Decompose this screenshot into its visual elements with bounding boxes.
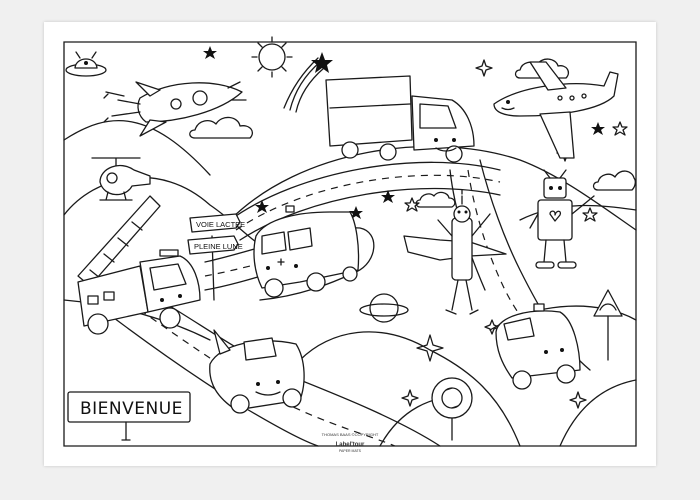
welcome-sign-text: BIENVENUE <box>80 399 183 419</box>
shooting-star <box>284 52 333 112</box>
direction-sign: VOIE LACTEE PLEINE LUNE <box>188 214 245 300</box>
helicopter <box>92 158 150 200</box>
sports-car <box>210 330 304 413</box>
fire-truck <box>78 196 200 334</box>
warning-sign <box>594 290 622 360</box>
clouds <box>190 59 636 207</box>
sign-pleine-lune: PLEINE LUNE <box>194 242 243 251</box>
police-car <box>496 304 580 389</box>
rocket <box>104 82 246 136</box>
truck <box>326 76 474 162</box>
sign-voie-lactee: VOIE LACTEE <box>196 220 245 229</box>
stars <box>203 46 627 408</box>
airplane <box>494 62 618 158</box>
heart-robot <box>530 170 594 268</box>
brand-subtitle: PAPER MATS <box>339 449 362 453</box>
sun <box>252 37 292 77</box>
roundabout-sign <box>432 378 472 440</box>
ufo <box>66 52 106 76</box>
robot-flying-plane <box>404 190 506 314</box>
credits: THOMAS BAAS ©COPYRIGHT Label'tour PAPER … <box>322 432 379 453</box>
ambulance-van <box>254 206 359 297</box>
welcome-sign: BIENVENUE <box>68 392 190 440</box>
planet <box>360 294 408 322</box>
artist-credit: THOMAS BAAS ©COPYRIGHT <box>322 432 379 437</box>
poster-border <box>64 42 636 446</box>
brand-logo: Label'tour <box>336 442 365 448</box>
